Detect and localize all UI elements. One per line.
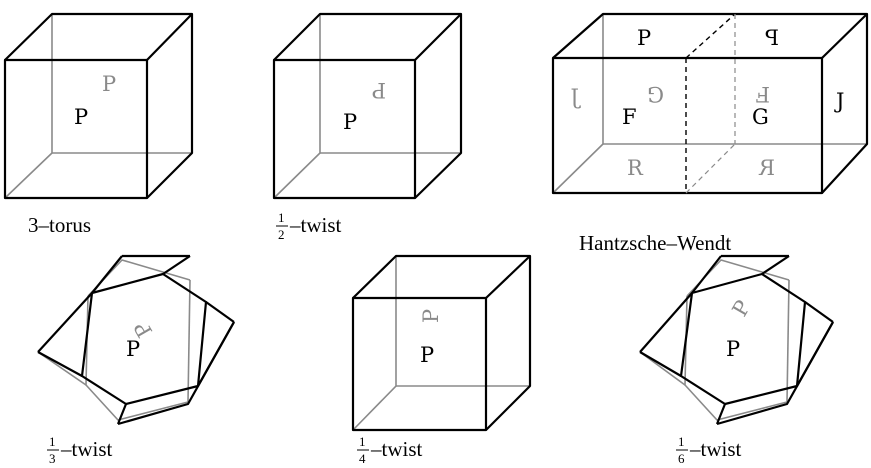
half-twist-panel: P P 1 2 –twist <box>272 12 463 242</box>
three-torus-panel: P P 3–torus <box>3 12 194 237</box>
third-twist-back-letter: P <box>129 317 157 341</box>
hw-right-face-letter: J <box>834 89 844 113</box>
half-twist-caption: –twist <box>289 213 342 237</box>
half-twist-frac-num: 1 <box>278 210 285 225</box>
third-twist-front-letter: P <box>126 337 140 361</box>
hw-top-right-letter: P <box>765 26 779 50</box>
three-torus-front-letter: P <box>74 105 88 129</box>
sixth-twist-hex-prism <box>639 254 834 426</box>
hw-bottom-left-letter: R <box>627 156 644 180</box>
hw-front-left-letter: F <box>622 105 637 129</box>
sixth-twist-frac-num: 1 <box>678 434 685 449</box>
hw-back-right-letter: F <box>755 82 770 106</box>
quarter-twist-frac-num: 1 <box>359 434 366 449</box>
sixth-twist-panel: P P 1 6 –twist <box>639 254 834 466</box>
hantzsche-wendt-panel: P P J J G F F G R R Hantzsche–Wendt <box>551 12 869 255</box>
three-torus-caption: 3–torus <box>28 213 91 237</box>
quarter-twist-frac-den: 4 <box>359 451 366 466</box>
half-twist-back-letter: P <box>372 78 386 102</box>
half-twist-front-letter: P <box>343 110 357 134</box>
sixth-twist-front-letter: P <box>726 337 740 361</box>
quarter-twist-front-letter: P <box>420 343 434 367</box>
half-twist-cube <box>272 12 463 200</box>
hantzsche-wendt-prism <box>551 12 869 195</box>
third-twist-panel: P P 1 3 –twist <box>37 254 235 466</box>
hw-left-face-letter: J <box>571 85 581 109</box>
third-twist-frac-den: 3 <box>49 451 56 466</box>
sixth-twist-back-letter: P <box>728 296 756 320</box>
hw-bottom-right-letter: R <box>758 156 775 180</box>
hw-top-left-letter: P <box>637 26 651 50</box>
third-twist-hex-prism <box>37 254 235 426</box>
three-torus-back-letter: P <box>102 72 116 96</box>
sixth-twist-caption: –twist <box>689 437 742 461</box>
hw-front-right-letter: G <box>752 105 769 129</box>
quarter-twist-caption: –twist <box>370 437 423 461</box>
quarter-twist-back-letter: P <box>419 309 443 323</box>
three-torus-cube <box>3 12 194 200</box>
quarter-twist-cube <box>351 254 532 432</box>
quarter-twist-panel: P P 1 4 –twist <box>351 254 532 466</box>
hantzsche-wendt-caption: Hantzsche–Wendt <box>579 231 731 255</box>
third-twist-caption: –twist <box>60 437 113 461</box>
third-twist-frac-num: 1 <box>49 434 56 449</box>
sixth-twist-frac-den: 6 <box>678 451 685 466</box>
half-twist-frac-den: 2 <box>278 227 285 242</box>
hw-back-left-letter: G <box>647 82 664 106</box>
